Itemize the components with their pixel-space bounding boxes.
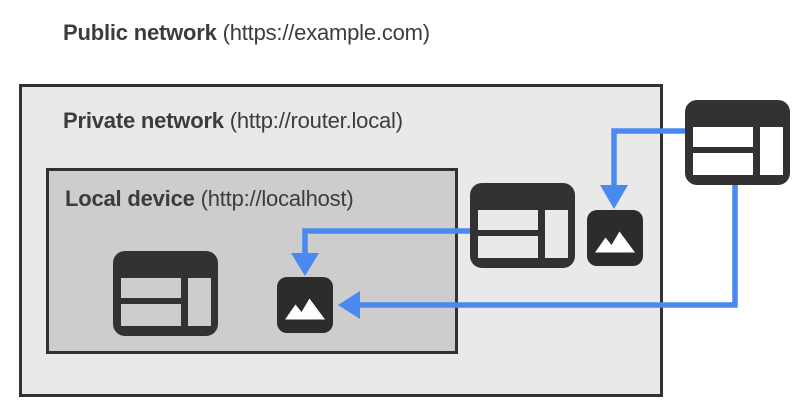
browser-window-icon bbox=[685, 100, 790, 185]
local-device-name: Local device bbox=[65, 186, 195, 211]
private-network-label: Private network (http://router.local) bbox=[63, 108, 403, 134]
image-icon bbox=[587, 210, 643, 266]
private-image-node bbox=[587, 210, 643, 266]
local-browser-node bbox=[113, 251, 218, 336]
mountain-glyph bbox=[285, 298, 325, 320]
public-network-label: Public network (https://example.com) bbox=[63, 20, 430, 46]
local-device-box: Local device (http://localhost) bbox=[46, 168, 458, 354]
public-network-name: Public network bbox=[63, 20, 217, 45]
public-network-url: (https://example.com) bbox=[222, 20, 431, 45]
local-image-node bbox=[277, 277, 333, 333]
image-icon bbox=[277, 277, 333, 333]
local-device-label: Local device (http://localhost) bbox=[65, 186, 354, 212]
browser-window-icon bbox=[113, 251, 218, 336]
private-network-url: (http://router.local) bbox=[229, 108, 403, 133]
browser-window-icon bbox=[470, 183, 575, 268]
private-browser-node bbox=[470, 183, 575, 268]
private-network-name: Private network bbox=[63, 108, 224, 133]
local-device-url: (http://localhost) bbox=[200, 186, 354, 211]
public-browser-node bbox=[685, 100, 790, 185]
